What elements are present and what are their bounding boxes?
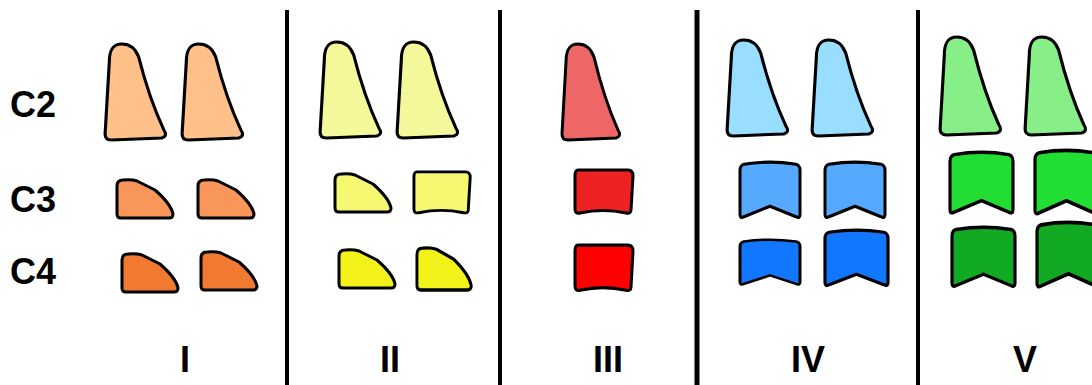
group-numeral: I bbox=[180, 342, 190, 378]
vertebra-level-label: C3 bbox=[10, 182, 56, 218]
vertebra-level-label: C4 bbox=[10, 254, 56, 290]
vertebra-level-label: C2 bbox=[10, 87, 56, 123]
group-numeral: III bbox=[593, 342, 623, 378]
group-numeral: IV bbox=[791, 342, 825, 378]
group-numeral: II bbox=[380, 342, 400, 378]
group-numeral: V bbox=[1013, 342, 1037, 378]
